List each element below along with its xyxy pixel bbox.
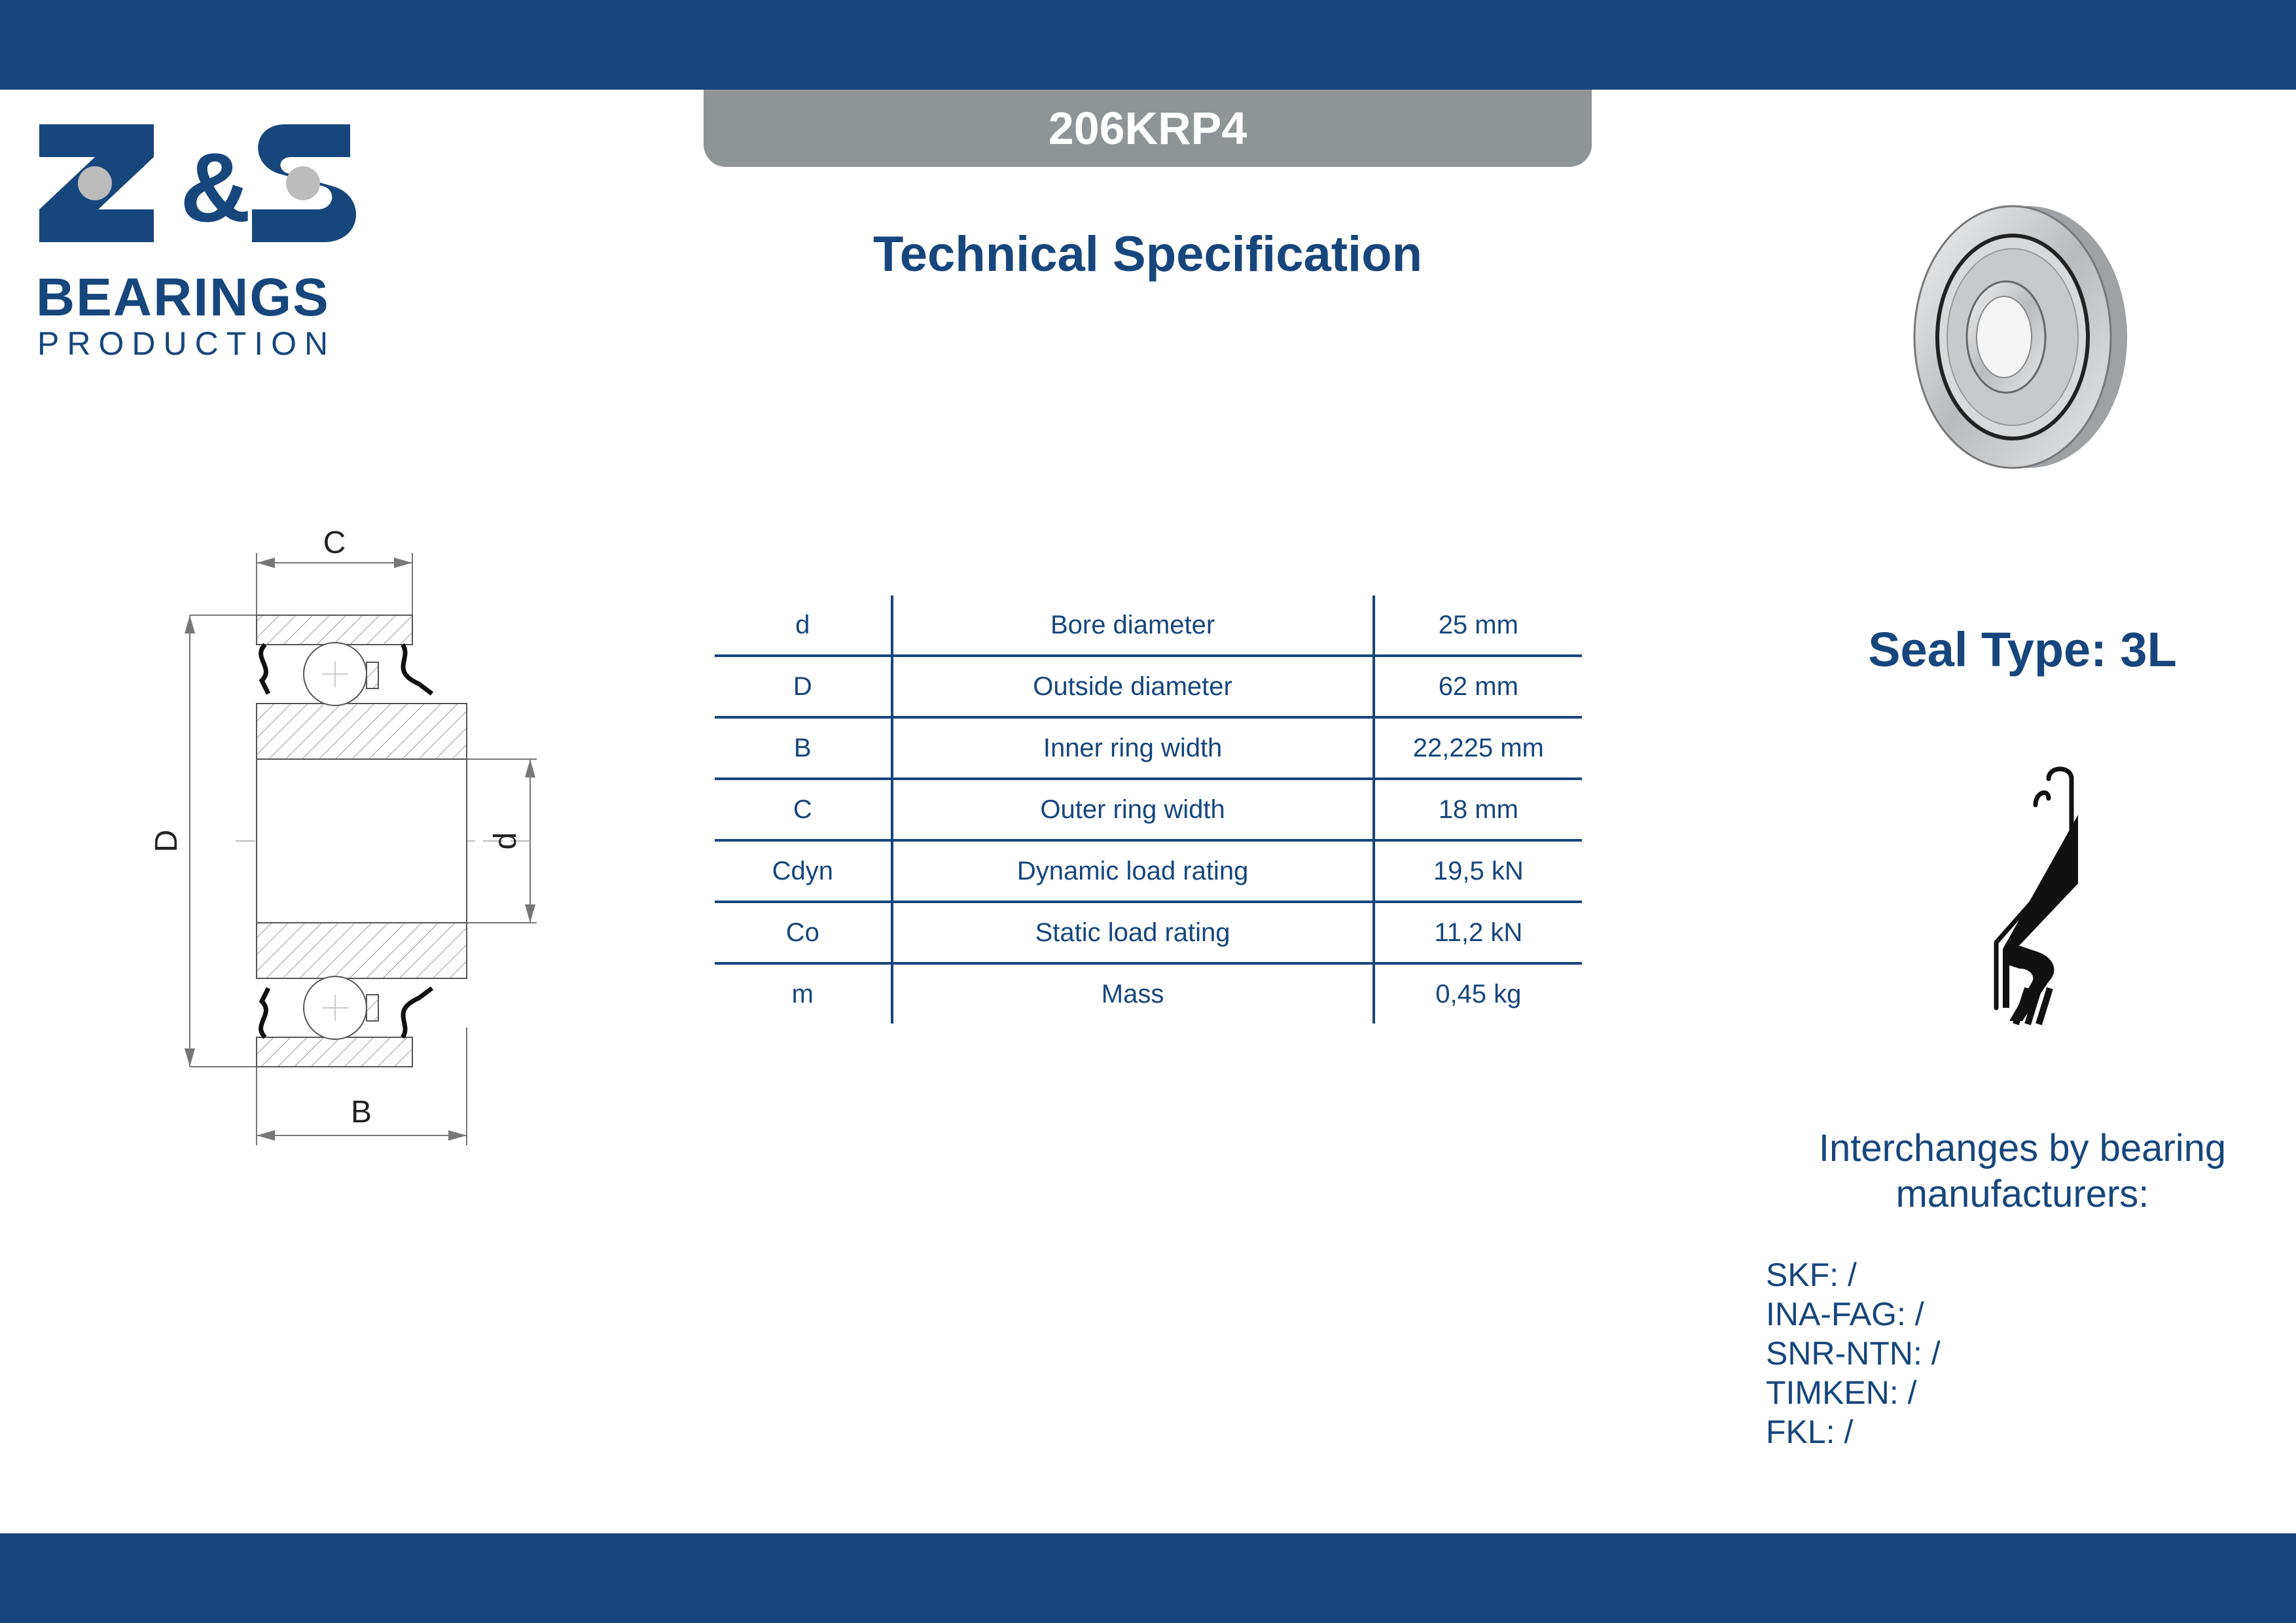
spec-name: Bore diameter [891, 596, 1375, 656]
table-row: Co Static load rating 11,2 kN [715, 901, 1582, 963]
table-row: D Outside diameter 62 mm [715, 654, 1582, 717]
part-number-tab: 206KRP4 [704, 90, 1592, 167]
spec-symbol: d [715, 596, 893, 656]
spec-value: 62 mm [1373, 654, 1582, 717]
interchange-heading-line1: Interchanges by bearing [1818, 1127, 2227, 1169]
top-bar [0, 0, 2296, 90]
spec-value: 19,5 kN [1373, 839, 1582, 902]
dimension-label-b: B [351, 1095, 372, 1130]
dimension-label-outer-d: D [149, 830, 184, 853]
table-row: C Outer ring width 18 mm [715, 777, 1582, 840]
dimension-label-bore-d: d [488, 832, 523, 850]
part-number: 206KRP4 [1048, 103, 1247, 154]
spec-name: Dynamic load rating [891, 839, 1375, 902]
zs-logo-mark: & [39, 124, 357, 242]
spec-symbol: B [715, 716, 893, 779]
spec-name: Inner ring width [891, 716, 1375, 779]
logo-text-production: PRODUCTION [37, 325, 336, 362]
spec-symbol: D [715, 654, 893, 717]
interchange-heading-line2: manufacturers: [1895, 1173, 2149, 1215]
page-title: Technical Specification [872, 226, 1423, 282]
table-row: B Inner ring width 22,225 mm [715, 716, 1582, 779]
seal-type-label: Seal Type: 3L [1868, 622, 2177, 677]
spec-table: d Bore diameter 25 mm D Outside diameter… [715, 596, 1582, 1024]
spec-symbol: Co [715, 901, 893, 963]
svg-text:&: & [180, 132, 251, 242]
interchange-list: SKF: / INA-FAG: / SNR-NTN: / TIMKEN: / F… [1766, 1255, 1941, 1452]
spec-value: 22,225 mm [1373, 716, 1582, 779]
spec-value: 11,2 kN [1373, 901, 1582, 963]
interchange-heading: Interchanges by bearing manufacturers: [1767, 1126, 2278, 1217]
spec-name: Static load rating [891, 901, 1375, 963]
spec-symbol: Cdyn [715, 839, 893, 902]
spec-value: 0,45 kg [1373, 962, 1582, 1024]
spec-value: 25 mm [1438, 610, 1518, 639]
logo-text-bearings: BEARINGS [36, 268, 330, 327]
dimension-label-c: C [323, 526, 346, 560]
list-item: FKL: / [1766, 1414, 1854, 1450]
spec-value: 18 mm [1373, 777, 1582, 840]
list-item: INA-FAG: / [1766, 1296, 1924, 1332]
table-row: m Mass 0,45 kg [715, 962, 1582, 1024]
spec-symbol: m [715, 962, 893, 1024]
seal-profile-icon [1994, 766, 2078, 1026]
table-row: Cdyn Dynamic load rating 19,5 kN [715, 839, 1582, 902]
table-row: d Bore diameter 25 mm [715, 596, 1582, 656]
bearing-product-image [1913, 205, 2127, 469]
spec-name: Outer ring width [891, 777, 1375, 840]
company-logo: & BEARINGS PRODUCTION [36, 118, 370, 362]
list-item: TIMKEN: / [1766, 1374, 1917, 1411]
spec-name: Outside diameter [891, 654, 1375, 717]
spec-symbol: C [715, 777, 893, 840]
list-item: SKF: / [1766, 1257, 1857, 1293]
bearing-cross-section-drawing: C B D d [149, 526, 537, 1145]
spec-name: Mass [891, 962, 1375, 1024]
list-item: SNR-NTN: / [1766, 1335, 1941, 1372]
bottom-bar [0, 1533, 2296, 1623]
